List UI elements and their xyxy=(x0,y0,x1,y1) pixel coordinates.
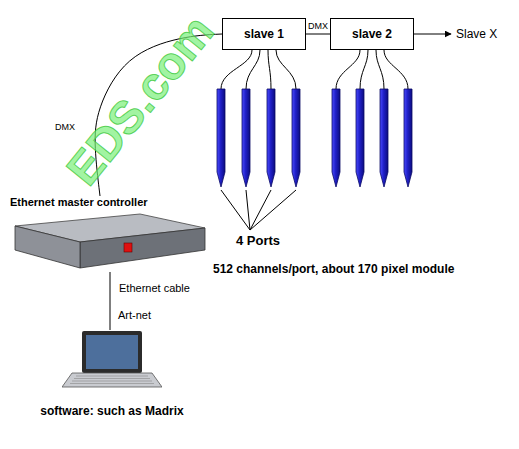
slave-box: slave 2 xyxy=(330,18,414,50)
signal-label: DMX xyxy=(307,21,329,31)
laptop-node: software: such as Madrix xyxy=(14,330,210,422)
cable-label: Ethernet cable xyxy=(118,282,191,294)
led-tube xyxy=(292,89,300,187)
box-label: slave 1 xyxy=(244,27,284,41)
leader-line xyxy=(246,190,250,230)
device-heading: Ethernet master controller xyxy=(10,196,226,208)
tube-wire xyxy=(376,50,384,89)
led-tube xyxy=(332,89,340,187)
protocol-label: Art-net xyxy=(118,309,151,321)
ethernet-cable xyxy=(110,272,111,330)
led-tube xyxy=(404,89,412,187)
dmx-line xyxy=(95,34,222,196)
led-tube xyxy=(242,89,250,187)
tube-wire xyxy=(384,50,408,89)
laptop-icon xyxy=(62,330,162,390)
tube-wire xyxy=(276,50,296,89)
tube-wire xyxy=(221,50,252,89)
slave-box: slave 1 xyxy=(222,18,306,50)
led-tube xyxy=(380,89,388,187)
leader-line xyxy=(250,190,271,230)
leader-line xyxy=(250,190,296,230)
dmx-line xyxy=(306,34,330,35)
tube-wire xyxy=(246,50,260,89)
dmx-out-arrow xyxy=(414,34,451,35)
watermark: EDS.com xyxy=(55,5,224,196)
controller-device xyxy=(10,212,210,272)
led-tube xyxy=(267,89,275,187)
box-label: slave 2 xyxy=(352,27,392,41)
status-led xyxy=(124,243,132,252)
tube-wire xyxy=(360,50,368,89)
ports-label: 4 Ports xyxy=(236,233,280,248)
controller-node: Ethernet master controller xyxy=(10,196,226,272)
leader-line xyxy=(221,190,250,230)
tube-wire xyxy=(268,50,271,89)
led-tubes xyxy=(217,50,412,230)
signal-label: DMX xyxy=(54,122,76,132)
slave-x-label: Slave X xyxy=(456,27,497,41)
led-tube xyxy=(217,89,225,187)
led-tube xyxy=(356,89,364,187)
channels-note: 512 channels/port, about 170 pixel modul… xyxy=(213,262,454,276)
software-caption: software: such as Madrix xyxy=(14,404,210,418)
tube-wire xyxy=(336,50,360,89)
